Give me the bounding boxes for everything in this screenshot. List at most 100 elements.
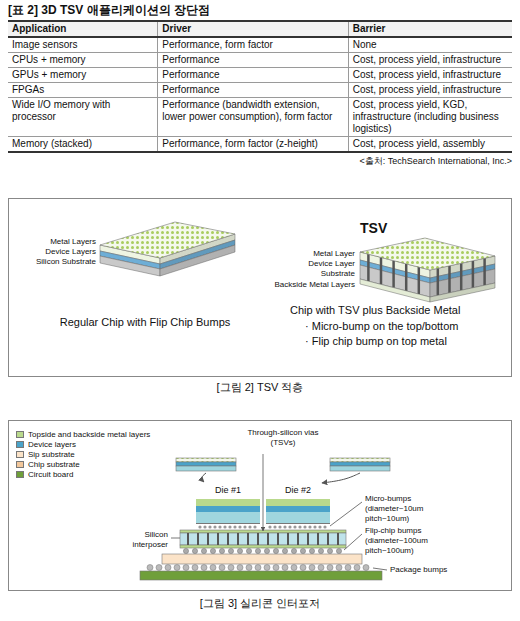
table-cell-text: Cost, process yield, assembly [353, 138, 485, 149]
table-row: Image sensorsPerformance, form factorNon… [8, 37, 512, 53]
table-cell: Cost, process yield, infrastructure [348, 53, 512, 68]
interposer-via [197, 533, 199, 545]
tsv-rod [460, 263, 463, 290]
package-bump [318, 565, 324, 571]
micro-bump [233, 525, 236, 528]
micro-bump [238, 525, 241, 528]
table-cell-text: Cost, process yield, infrastructure [353, 84, 501, 95]
mini-metal-layer [330, 458, 390, 462]
figure-caption: [그림 2] TSV 적층 [10, 381, 510, 395]
part-label: Through-silicon vias (TSVs) [240, 428, 326, 448]
mini-device-layer [176, 462, 236, 466]
interposer-back-metal [180, 545, 346, 548]
micro-bump [303, 525, 306, 528]
table-row: CPUs + memory Performance Cost, process yi… [8, 53, 512, 68]
tsv-rod [483, 258, 486, 285]
package-bump [264, 565, 270, 571]
part-label: Package bumps [390, 565, 490, 575]
table-cell: FPGAs [8, 83, 158, 98]
circuit-board [140, 571, 382, 580]
package-bump [174, 565, 180, 571]
table-cell: Performance [158, 83, 348, 98]
table-cell-text: None [353, 39, 377, 50]
leader-line [344, 534, 362, 550]
interposer-via [327, 533, 329, 545]
micro-bump [293, 525, 296, 528]
micro-bump [308, 525, 311, 528]
bullet-note: · Flip chip bump on top metal [305, 335, 505, 349]
figure-frame [9, 199, 512, 377]
package-bump [300, 565, 306, 571]
flip-chip-bump [219, 548, 224, 553]
table-cell: Cost, process yield, assembly [348, 137, 512, 153]
flip-chip-bump [210, 548, 215, 553]
table-row: GPUs + memoryPerformanceCost, process yi… [8, 68, 512, 83]
micro-bump [213, 525, 216, 528]
legend-entry: Topside and backside metal layers [16, 430, 150, 440]
package-bump [237, 565, 243, 571]
sip-substrate [162, 554, 362, 564]
micro-bump [278, 525, 281, 528]
legend-entry: Circuit board [16, 470, 73, 480]
figure-caption: [그림 3] 실리콘 인터포저 [10, 597, 510, 611]
package-bump [147, 565, 153, 571]
die-label: Die #2 [266, 484, 330, 496]
package-bump [291, 565, 297, 571]
table-cell: Driver [158, 21, 348, 37]
die: Die #2 [266, 484, 330, 524]
part-label: Backside Metal Layers [235, 280, 355, 290]
micro-bump [208, 525, 211, 528]
table-cell-text: Performance [162, 69, 219, 80]
flip-chip-bump [264, 548, 269, 553]
flip-chip-bump [291, 548, 296, 553]
package-bump [273, 565, 279, 571]
table-row: FPGAs Performance Cost, process yield, inf… [8, 83, 512, 98]
flip-chip-bump [300, 548, 305, 553]
chip-caption: Chip with TSV plus Backside Metal [290, 304, 505, 318]
top-face [100, 222, 235, 258]
package-bump [228, 565, 234, 571]
micro-bump [268, 525, 271, 528]
table-cell-text: Cost, process yield, KGD, infrastructure… [353, 99, 499, 134]
mini-metal-layer [176, 458, 236, 462]
package-bump [219, 565, 225, 571]
table-cell: Cost, process yield, infrastructure [348, 83, 512, 98]
legend-entry: Device layers [16, 440, 76, 450]
flip-chip-bump [282, 548, 287, 553]
flip-chip-bump [228, 548, 233, 553]
table-cell-text: Performance [162, 84, 219, 95]
figure-frame [9, 421, 512, 591]
micro-bump [198, 525, 201, 528]
table-row: ApplicationDriverBarrier [8, 21, 512, 37]
tsv-rod [418, 267, 421, 294]
interposer-via [237, 533, 239, 545]
tsv-rod [380, 257, 383, 284]
table-cell: CPUs + memory [8, 53, 158, 68]
table-cell: Barrier [348, 21, 512, 37]
interposer-via [187, 533, 189, 545]
table-cell-text: Barrier [353, 23, 386, 34]
legend-entry: Sip substrate [16, 450, 75, 460]
source-note: <출처: TechSearch International, Inc.> [359, 156, 512, 167]
chip-caption: Regular Chip with Flip Chip Bumps [20, 316, 270, 330]
micro-bump [283, 525, 286, 528]
table-cell: Performance, form factor [158, 37, 348, 53]
legend-text: Topside and backside metal layers [28, 430, 150, 439]
legend-swatch [16, 431, 24, 438]
package-bump [345, 565, 351, 571]
interposer-via [317, 533, 319, 545]
legend-swatch [16, 451, 24, 458]
interposer-via [307, 533, 309, 545]
table-cell-text: CPUs + memory [12, 54, 86, 65]
tsv-rod [392, 261, 395, 288]
table-cell-text: Cost, process yield, infrastructure [353, 54, 501, 65]
table-cell: Performance [158, 53, 348, 68]
layer-left-face [360, 279, 430, 302]
table-cell-text: Wide I/O memory with processor [12, 99, 110, 122]
legend-text: Circuit board [28, 470, 73, 479]
layer-left-face [100, 256, 160, 276]
package-bump [309, 565, 315, 571]
table-cell: Memory (stacked) [8, 137, 158, 153]
table-row: Memory (stacked)Performance, form factor… [8, 137, 512, 153]
flip-chip-bump [318, 548, 323, 553]
